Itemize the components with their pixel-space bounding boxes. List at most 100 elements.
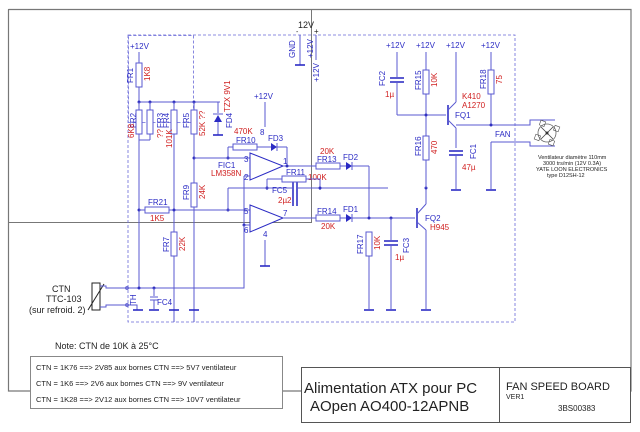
fr21-name: FR21 (148, 198, 168, 207)
fr7-value: 22K (178, 236, 187, 251)
fr18-name: FR18 (479, 69, 488, 89)
ctn-label-3: (sur refroid. 2) (29, 305, 86, 315)
fr7-name: FR7 (162, 236, 171, 252)
resistor-fr7 (170, 231, 178, 257)
title-block (301, 367, 631, 423)
pin-5: 5 (244, 207, 249, 216)
fr1-value: 1K8 (143, 66, 152, 81)
fd1-name: FD1 (343, 205, 359, 214)
fr3-value: ?? (156, 129, 165, 138)
fr11-value: 100K (308, 173, 327, 182)
fc3-name: FC3 (402, 237, 411, 253)
ctn-label-2: TTC-103 (46, 294, 82, 304)
fr15-name: FR15 (414, 70, 423, 90)
fr10-name: FR10 (236, 136, 256, 145)
fr14-value: 20K (321, 222, 336, 231)
supply-12v-label-2: +12V (312, 62, 321, 82)
fr2-value: 6K8 (127, 123, 136, 138)
pin-4: 4 (263, 230, 268, 239)
zener-fd4 (214, 115, 222, 122)
board-outline-dashed (127, 34, 516, 323)
fan-desc-3: YATE LOON ELECTRONICS (536, 167, 608, 173)
resistor-fr16 (422, 135, 430, 161)
rail-12v-fc2: +12V (386, 41, 406, 50)
diode-fd1 (346, 214, 352, 222)
resistor-fr3 (146, 109, 154, 135)
fr11-name: FR11 (286, 168, 306, 177)
rail-12v-1: +12V (130, 42, 150, 51)
fan-label: FAN (495, 130, 511, 139)
fr3-name: FR3 (156, 112, 165, 128)
fc1-name: FC1 (469, 143, 478, 159)
pin-2: 2 (244, 173, 249, 182)
resistor-fr5 (190, 109, 198, 135)
fr17-value: 10K (373, 235, 382, 250)
fr13-name: FR13 (317, 155, 337, 164)
fr13-value: 20K (320, 147, 335, 156)
th-label: TH (129, 294, 138, 305)
resistor-fr21 (144, 206, 170, 214)
fc5-name: FC5 (272, 186, 288, 195)
fic1-value: LM358N (211, 169, 241, 178)
fr16-name: FR16 (414, 136, 423, 156)
ctn-table-row-1: CTN = 1K76 ==> 2V85 aux bornes CTN ==> 5… (36, 363, 237, 372)
supply-12v-label: +12V (306, 38, 315, 58)
fc2-name: FC2 (378, 70, 387, 86)
fc1-value: 47µ (462, 163, 476, 172)
fic1-name: FIC1 (218, 161, 236, 170)
fq2-name: FQ2 (425, 214, 441, 223)
fr9-value: 24K (198, 184, 207, 199)
opamp-fic1-a (249, 152, 285, 181)
fr4-name: FR4 (162, 112, 171, 128)
fr17-name: FR17 (356, 234, 365, 254)
diode-fd2 (346, 162, 352, 170)
fr5-value: 52K ?? (198, 110, 207, 136)
fr15-value: 10K (430, 72, 439, 87)
rail-12v-fq1: +12V (446, 41, 466, 50)
board-outline (128, 35, 194, 123)
fd3-name: FD3 (268, 134, 284, 143)
fr10-value: 470K (234, 127, 253, 136)
supply-minus: - (296, 29, 299, 36)
fan-icon (533, 119, 561, 147)
resistor-fr13 (315, 162, 341, 170)
fr1-name: FR1 (126, 67, 135, 83)
fr9-name: FR9 (182, 184, 191, 200)
resistor-fr9 (190, 182, 198, 208)
fd2-name: FD2 (343, 153, 359, 162)
title-line-2: AOpen AO400-12APNB (310, 398, 469, 415)
fan-desc-1: Ventilateur diamètre 110mm (538, 155, 607, 161)
fc5-value: 2µ2 (278, 196, 292, 205)
ctn-note: Note: CTN de 10K à 25°C (55, 341, 159, 351)
pin-8: 8 (260, 128, 265, 137)
pin-3: 3 (244, 155, 249, 164)
resistor-fr17 (365, 231, 373, 257)
resistor-fr10 (232, 143, 258, 151)
fc2-value: 1µ (385, 90, 394, 99)
fc3-value: 1µ (395, 253, 404, 262)
rail-12v-opamp: +12V (254, 92, 274, 101)
ctn-table-row-2: CTN = 1K6 ==> 2V6 aux bornes CTN ==> 9V … (36, 379, 224, 388)
rail-12v-fr18: +12V (481, 41, 501, 50)
resistor-fr14 (315, 214, 341, 222)
fr5-name: FR5 (182, 112, 191, 128)
resistor-fr15 (422, 69, 430, 95)
board-code: 3BS00383 (558, 404, 596, 413)
rail-12v-fr15: +12V (416, 41, 436, 50)
fr16-value: 470 (430, 140, 439, 154)
opamp-fic1-b (249, 204, 285, 233)
supply-connector-label: 12V (298, 20, 314, 30)
board-version: VER1 (506, 394, 524, 401)
fan-desc-2: 3000 trs/min (12V 0.3A) (543, 161, 601, 167)
gnd-label: GND (288, 40, 297, 58)
fc4-label: FC4 (157, 298, 173, 307)
supply-plus: + (314, 27, 319, 36)
resistor-fr18 (487, 69, 495, 95)
board-name: FAN SPEED BOARD (506, 381, 610, 393)
fr18-value: 75 (495, 75, 504, 84)
pin-1: 1 (283, 157, 288, 166)
fd4-name: FD4 (225, 112, 234, 128)
ctn-table (30, 356, 283, 409)
fd4-value: TZX 9V1 (223, 80, 232, 112)
